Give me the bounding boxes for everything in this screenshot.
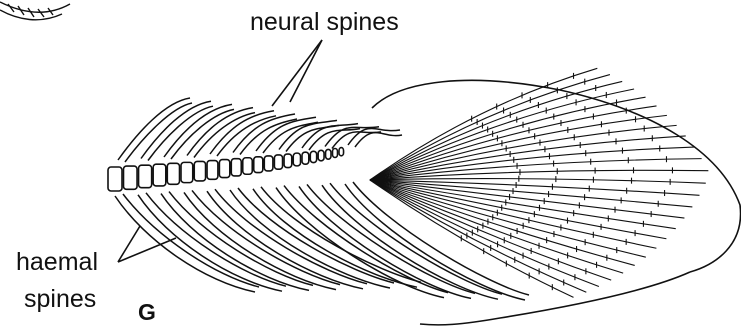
- fin-lower-outline: [420, 272, 690, 325]
- haemal-spine: [115, 194, 259, 292]
- vertebra: [293, 153, 300, 166]
- figure-letter-label: G: [138, 301, 156, 324]
- neural-spine: [279, 120, 339, 151]
- vertebra: [124, 166, 138, 189]
- vertebra: [181, 162, 193, 182]
- vertebra: [274, 155, 282, 169]
- vertebra: [333, 149, 338, 158]
- vertebra: [231, 159, 241, 176]
- neural-leader-1: [272, 40, 322, 106]
- vertebra: [153, 164, 166, 186]
- vertebra: [219, 160, 229, 178]
- vertebra: [167, 163, 179, 184]
- haemal-spines-label-line1: haemal: [16, 250, 98, 275]
- vertebra: [302, 152, 309, 164]
- vertebra: [139, 165, 152, 188]
- neural-spines-label: neural spines: [250, 10, 399, 35]
- vertebra: [254, 157, 263, 173]
- previous-figure-fragment: [0, 2, 70, 20]
- vertebra: [326, 149, 331, 159]
- vertebra: [207, 161, 218, 180]
- fin-ray: [370, 147, 694, 180]
- neural-spines: [118, 98, 402, 162]
- vertebra: [339, 148, 344, 156]
- vertebra: [318, 150, 324, 161]
- fin-ray: [370, 97, 646, 180]
- vertebra: [108, 167, 122, 191]
- vertebra: [194, 161, 205, 181]
- neural-leader-2: [290, 40, 322, 102]
- vertebra: [310, 151, 316, 162]
- vertebra: [284, 154, 292, 168]
- vertebra: [264, 156, 273, 171]
- haemal-spines-label-line2: spines: [24, 287, 96, 312]
- neural-spine: [348, 128, 402, 147]
- vertebra: [243, 158, 253, 175]
- fin-rays: [370, 68, 708, 297]
